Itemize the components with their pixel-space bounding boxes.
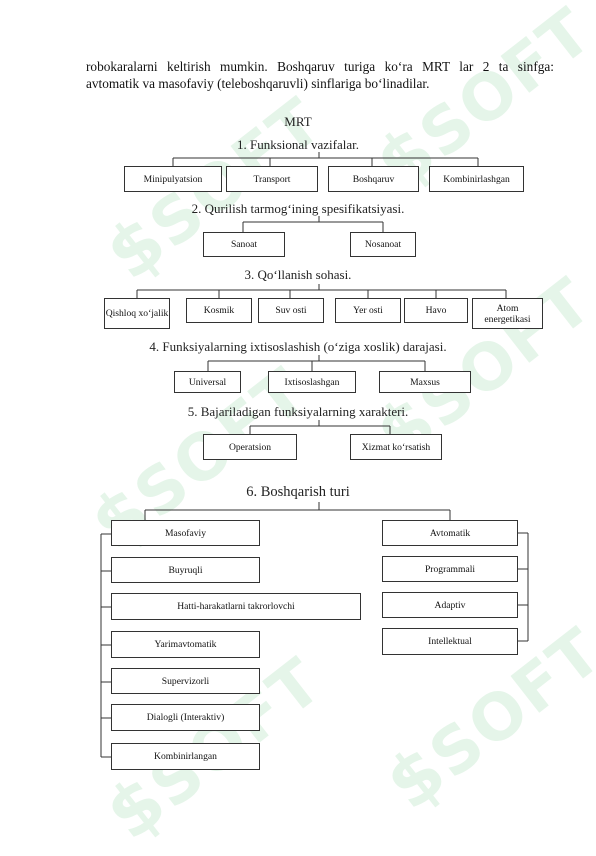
paragraph-line-2: avtomatik va masofaviy (teleboshqaruvli)… [86, 76, 430, 91]
s3-box-qishloq: Qishloq xo‘jalik [104, 298, 170, 329]
s5-box-operatsion: Operatsion [203, 434, 297, 460]
s4-heading: 4. Funksiyalarning ixtisoslashish (o‘zig… [149, 339, 447, 354]
s3-box-yer-osti: Yer osti [335, 298, 401, 323]
s6-left-yarimavtomatik: Yarimavtomatik [111, 631, 260, 658]
s3-box-suv-osti: Suv osti [258, 298, 324, 323]
s5-heading: 5. Bajariladigan funksiyalarning xarakte… [187, 404, 409, 419]
s2-box-sanoat: Sanoat [203, 232, 285, 257]
paragraph-line-1: robokaralarni keltirish mumkin. Boshqaru… [86, 59, 554, 74]
s6-left-buyruqli: Buyruqli [111, 557, 260, 583]
s3-box-atom: Atom energetikasi [472, 298, 543, 329]
s1-box-minipulyatsion: Minipulyatsion [124, 166, 222, 192]
s1-box-transport: Transport [226, 166, 318, 192]
s4-box-ixtisoslashgan: Ixtisoslashgan [268, 371, 356, 393]
s1-box-boshqaruv: Boshqaruv [328, 166, 419, 192]
s6-left-masofaviy: Masofaviy [111, 520, 260, 546]
s6-left-supervizorli: Supervizorli [111, 668, 260, 694]
s4-box-universal: Universal [174, 371, 241, 393]
intro-paragraph: robokaralarni keltirish mumkin. Boshqaru… [86, 58, 554, 92]
s2-box-nosanoat: Nosanoat [350, 232, 416, 257]
s6-left-dialogli: Dialogli (Interaktiv) [111, 704, 260, 731]
s3-box-kosmik: Kosmik [186, 298, 252, 323]
s6-left-kombinirlangan: Kombinirlangan [111, 743, 260, 770]
s3-box-havo: Havo [404, 298, 468, 323]
s6-right-adaptiv: Adaptiv [382, 592, 518, 618]
s6-right-avtomatik: Avtomatik [382, 520, 518, 546]
s6-heading: 6. Boshqarish turi [246, 484, 350, 500]
diagram-title: MRT [284, 114, 312, 129]
s4-box-maxsus: Maxsus [379, 371, 471, 393]
s6-right-intellektual: Intellektual [382, 628, 518, 655]
s6-left-hatti-harakat: Hatti-harakatlarni takrorlovchi [111, 593, 361, 620]
s3-heading: 3. Qo‘llanish sohasi. [244, 267, 352, 282]
s5-box-xizmat: Xizmat ko‘rsatish [350, 434, 442, 460]
s1-box-kombinirlashgan: Kombinirlashgan [429, 166, 524, 192]
s6-right-programmali: Programmali [382, 556, 518, 582]
s1-heading: 1. Funksional vazifalar. [236, 137, 360, 152]
s2-heading: 2. Qurilish tarmog‘ining spesifikatsiyas… [191, 201, 405, 216]
